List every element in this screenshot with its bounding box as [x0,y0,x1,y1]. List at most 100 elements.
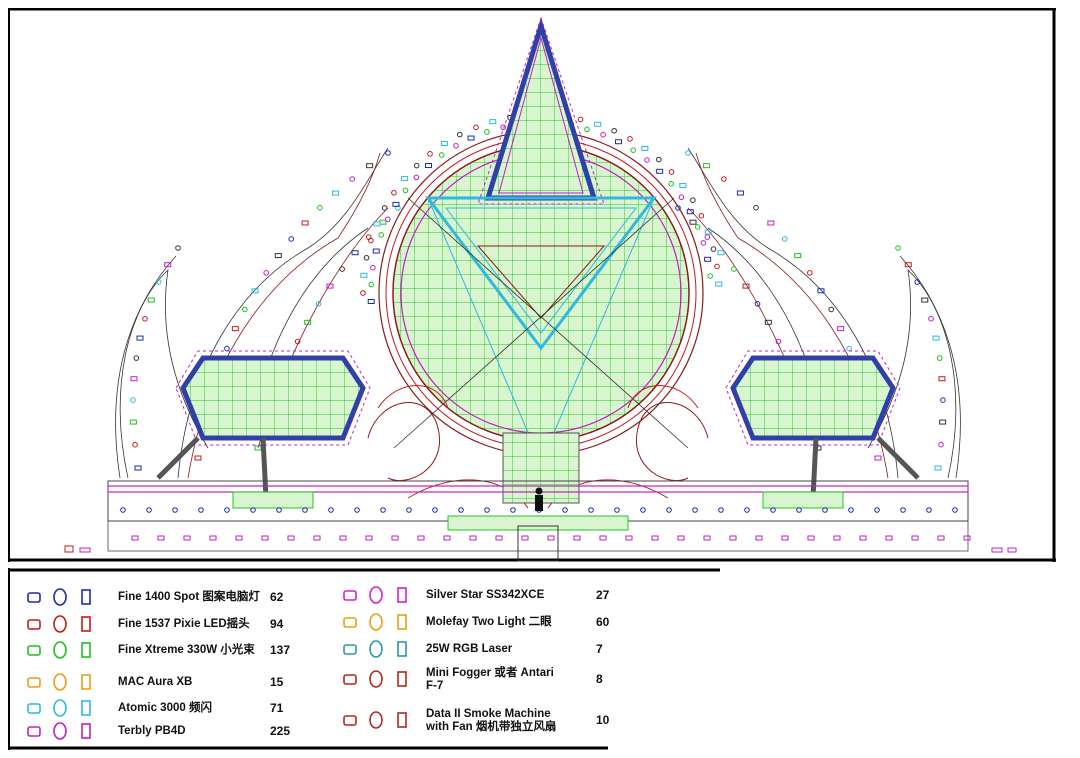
wing-fixture-dot [351,250,359,256]
wing-fixture-dot [304,319,312,325]
legend-fixture-count: 10 [596,713,610,727]
deck-fixture-dot [287,535,295,541]
ring-fixture-dot [644,157,650,163]
deck-fixture-dot [926,507,932,513]
deck-fixture-dot [640,507,646,513]
wing-fixture-dot [936,355,943,361]
wing-fixture-dot [938,441,944,448]
inner-triangle [393,196,689,464]
wing-fixture-dot [136,335,144,341]
legend-border [8,568,720,750]
deck-fixture-dot [651,535,659,541]
legend-icon-group [340,612,430,634]
wing-fixture-dot [846,345,852,352]
ring-fixture-dot [641,145,649,151]
ring-fixture-dot [391,189,397,196]
wing-fixture-dot [395,205,401,211]
legend-fixture-name: Silver Star SS342XCE [426,589,545,601]
deck-fixture-dot [261,535,269,541]
legend-fixture-count: 60 [596,615,610,629]
deck-fixture-dot [599,535,607,541]
blinder-side-icon [369,613,383,631]
deck-fixture-dot [703,535,711,541]
ring-fixture-dot [456,131,463,138]
deck-fixture-dot [198,507,204,513]
moving-head-icon [53,588,67,606]
ring-fixture-dot [401,176,409,182]
blinder-small-icon [397,614,407,630]
legend-icon-group [340,669,430,691]
deck-fixture-dot [339,535,347,541]
ring-fixture-dot [385,216,391,223]
stage-drawing [8,8,1056,562]
wing-fixture-dot [130,397,136,403]
ring-fixture-dot [679,183,687,189]
ring-fixture-dot [484,129,490,135]
legend-icon-group [340,585,430,607]
deck-fixture-dot [484,507,490,513]
ring-fixture-dot [615,139,623,145]
wing-fixture-dot [721,176,727,182]
deck-fixture-dot [276,507,282,513]
tall-spot-icon [81,589,91,605]
deck-fixture-dot [432,507,438,513]
legend-fixture-count: 7 [596,642,603,656]
ring-fixture-dot [360,272,368,278]
aura-wash-icon [27,677,41,688]
wing-fixture-dot [133,355,140,361]
ring-fixture-dot [704,229,712,235]
deck-fixture-dot [885,535,893,541]
ring-fixture-dot [372,248,380,254]
deck-fixture-dot [822,507,828,513]
led-wash-icon [27,619,41,630]
deck-fixture-dot [781,535,789,541]
deck-fixture-dot [848,507,854,513]
wing-fixture-dot [914,279,920,285]
legend-fixture-count: 225 [270,724,291,738]
wing-fixture-dot [717,250,725,256]
legend-icon-group [24,587,114,609]
wing-fixture-dot [921,297,929,303]
wing-fixture-dot [366,163,374,169]
ring-fixture-dot [367,298,375,304]
pixel-bar-angle-icon [53,722,67,740]
wing-fixture-dot [928,315,934,322]
legend-icon-group [24,672,114,694]
wing-fixture-dot [263,270,270,276]
ring-fixture-dot [368,281,375,288]
ring-fixture-dot [656,168,664,174]
legend-fixture-name: Fine Xtreme 330W 小光束 [118,644,255,656]
ring-fixture-dots [360,112,723,304]
wing-fixture-dot [134,465,142,471]
strobe-round-icon [81,700,91,716]
deck-fixture-dot [952,507,958,513]
wing-fixture-dot [130,376,138,382]
ring-fixture-dot [686,209,694,215]
wing-fixture-dot [934,465,942,471]
wing-fixture-dot [781,236,788,242]
beam-fixture-icon [27,645,41,656]
ring-fixture-dot [368,237,374,244]
aura-head-icon [53,673,67,691]
ring-fixture-dot [577,116,584,123]
legend-icon-group [340,710,430,732]
ring-fixture-dot [378,232,385,238]
aura-yoke-icon [81,674,91,690]
strobe-icon [27,703,41,714]
legend-icon-group [24,640,114,662]
wing-fixture-dot [147,297,155,303]
laser-slim-icon [397,641,407,657]
deck-fixture-dot [692,507,698,513]
strobe-bar-icon [53,699,67,717]
wing-fixture-dot [742,283,750,289]
deck-fixture-dot [588,507,594,513]
legend-fixture-name: MAC Aura XB [118,676,193,688]
ring-fixture-dot [698,212,705,219]
legend-fixture-name: Terbly PB4D [118,725,186,737]
wing-fixture-dot [317,204,323,211]
deck-fixture-dot [614,507,620,513]
pixel-heart-icon [81,723,91,739]
ring-fixture-dot [584,126,590,133]
